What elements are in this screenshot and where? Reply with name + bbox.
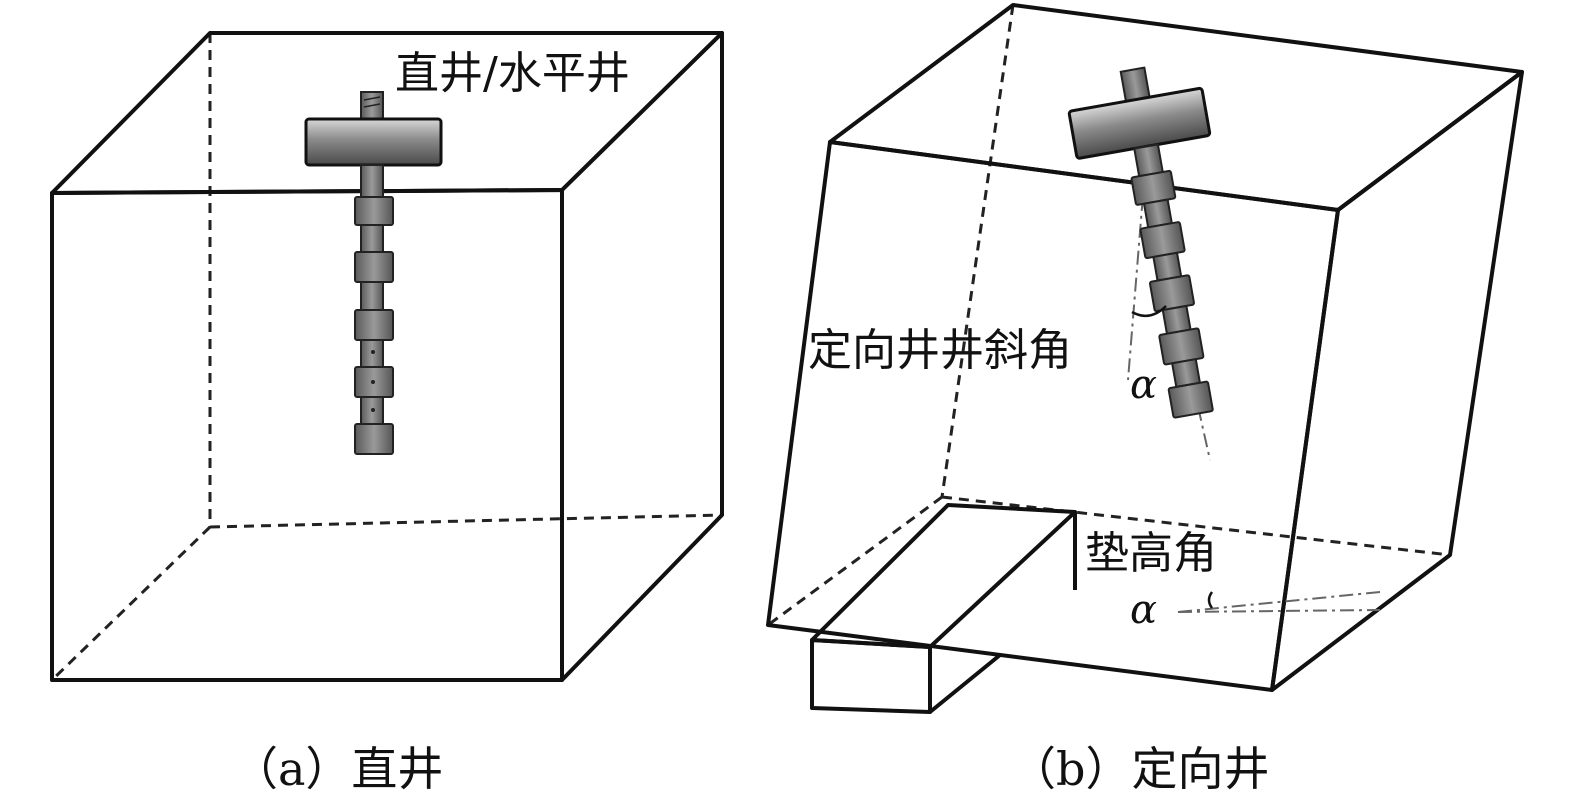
horizontal-reference-line [1177, 609, 1381, 613]
support-block [810, 503, 1077, 714]
inclination-symbol: α [1130, 362, 1157, 408]
vertical-tool-string [304, 91, 443, 455]
tilted-reference-line [1177, 591, 1381, 613]
panel-b-directional-well: 定向井井斜角 α 垫高角 α （b）定向井 [766, 3, 1524, 796]
cube-right-face [1270, 70, 1524, 692]
tool-segment [354, 196, 394, 226]
elevation-label: 垫高角 [1085, 528, 1217, 579]
inclination-angle-arc [1131, 305, 1167, 318]
tool-head-block [304, 117, 443, 167]
tool-segment [354, 423, 394, 455]
hidden-edge [767, 495, 943, 627]
tool-segment [1167, 380, 1214, 419]
cube-right-face [560, 31, 724, 682]
hidden-edge [50, 525, 212, 682]
cube-front-face [50, 188, 564, 682]
tool-label: 直井/水平井 [395, 48, 630, 99]
tool-stem [1133, 143, 1164, 178]
cube-front-face [766, 140, 1340, 692]
tool-stem [360, 164, 384, 198]
tool-stem [360, 281, 384, 311]
tool-segment [1130, 169, 1177, 206]
tool-segment [354, 309, 394, 341]
panel-b-caption: （b）定向井 [1010, 742, 1269, 796]
tool-top-connector [1119, 66, 1151, 103]
block-edge [928, 653, 1002, 714]
inclination-label: 定向井井斜角 [808, 325, 1072, 376]
directional-tool-string [1067, 66, 1214, 461]
panel-a-vertical-well: 直井/水平井 （a）直井 [50, 31, 724, 796]
tool-segment [1139, 221, 1186, 260]
tool-segment [1148, 274, 1195, 313]
tool-segment [1158, 327, 1205, 366]
hidden-edge [941, 495, 1451, 557]
hidden-edge [209, 513, 723, 529]
block-front-face [810, 638, 932, 714]
panel-a-caption: （a）直井 [232, 742, 443, 796]
elevation-symbol: α [1130, 587, 1157, 633]
tool-segment [354, 251, 394, 283]
block-top-face [810, 503, 1077, 649]
elevation-angle-arc [1207, 591, 1214, 609]
elevation-angle-marker [1177, 591, 1381, 613]
tool-stem [360, 224, 384, 253]
panel-a-cube [50, 31, 724, 682]
hidden-edge [940, 4, 1015, 498]
